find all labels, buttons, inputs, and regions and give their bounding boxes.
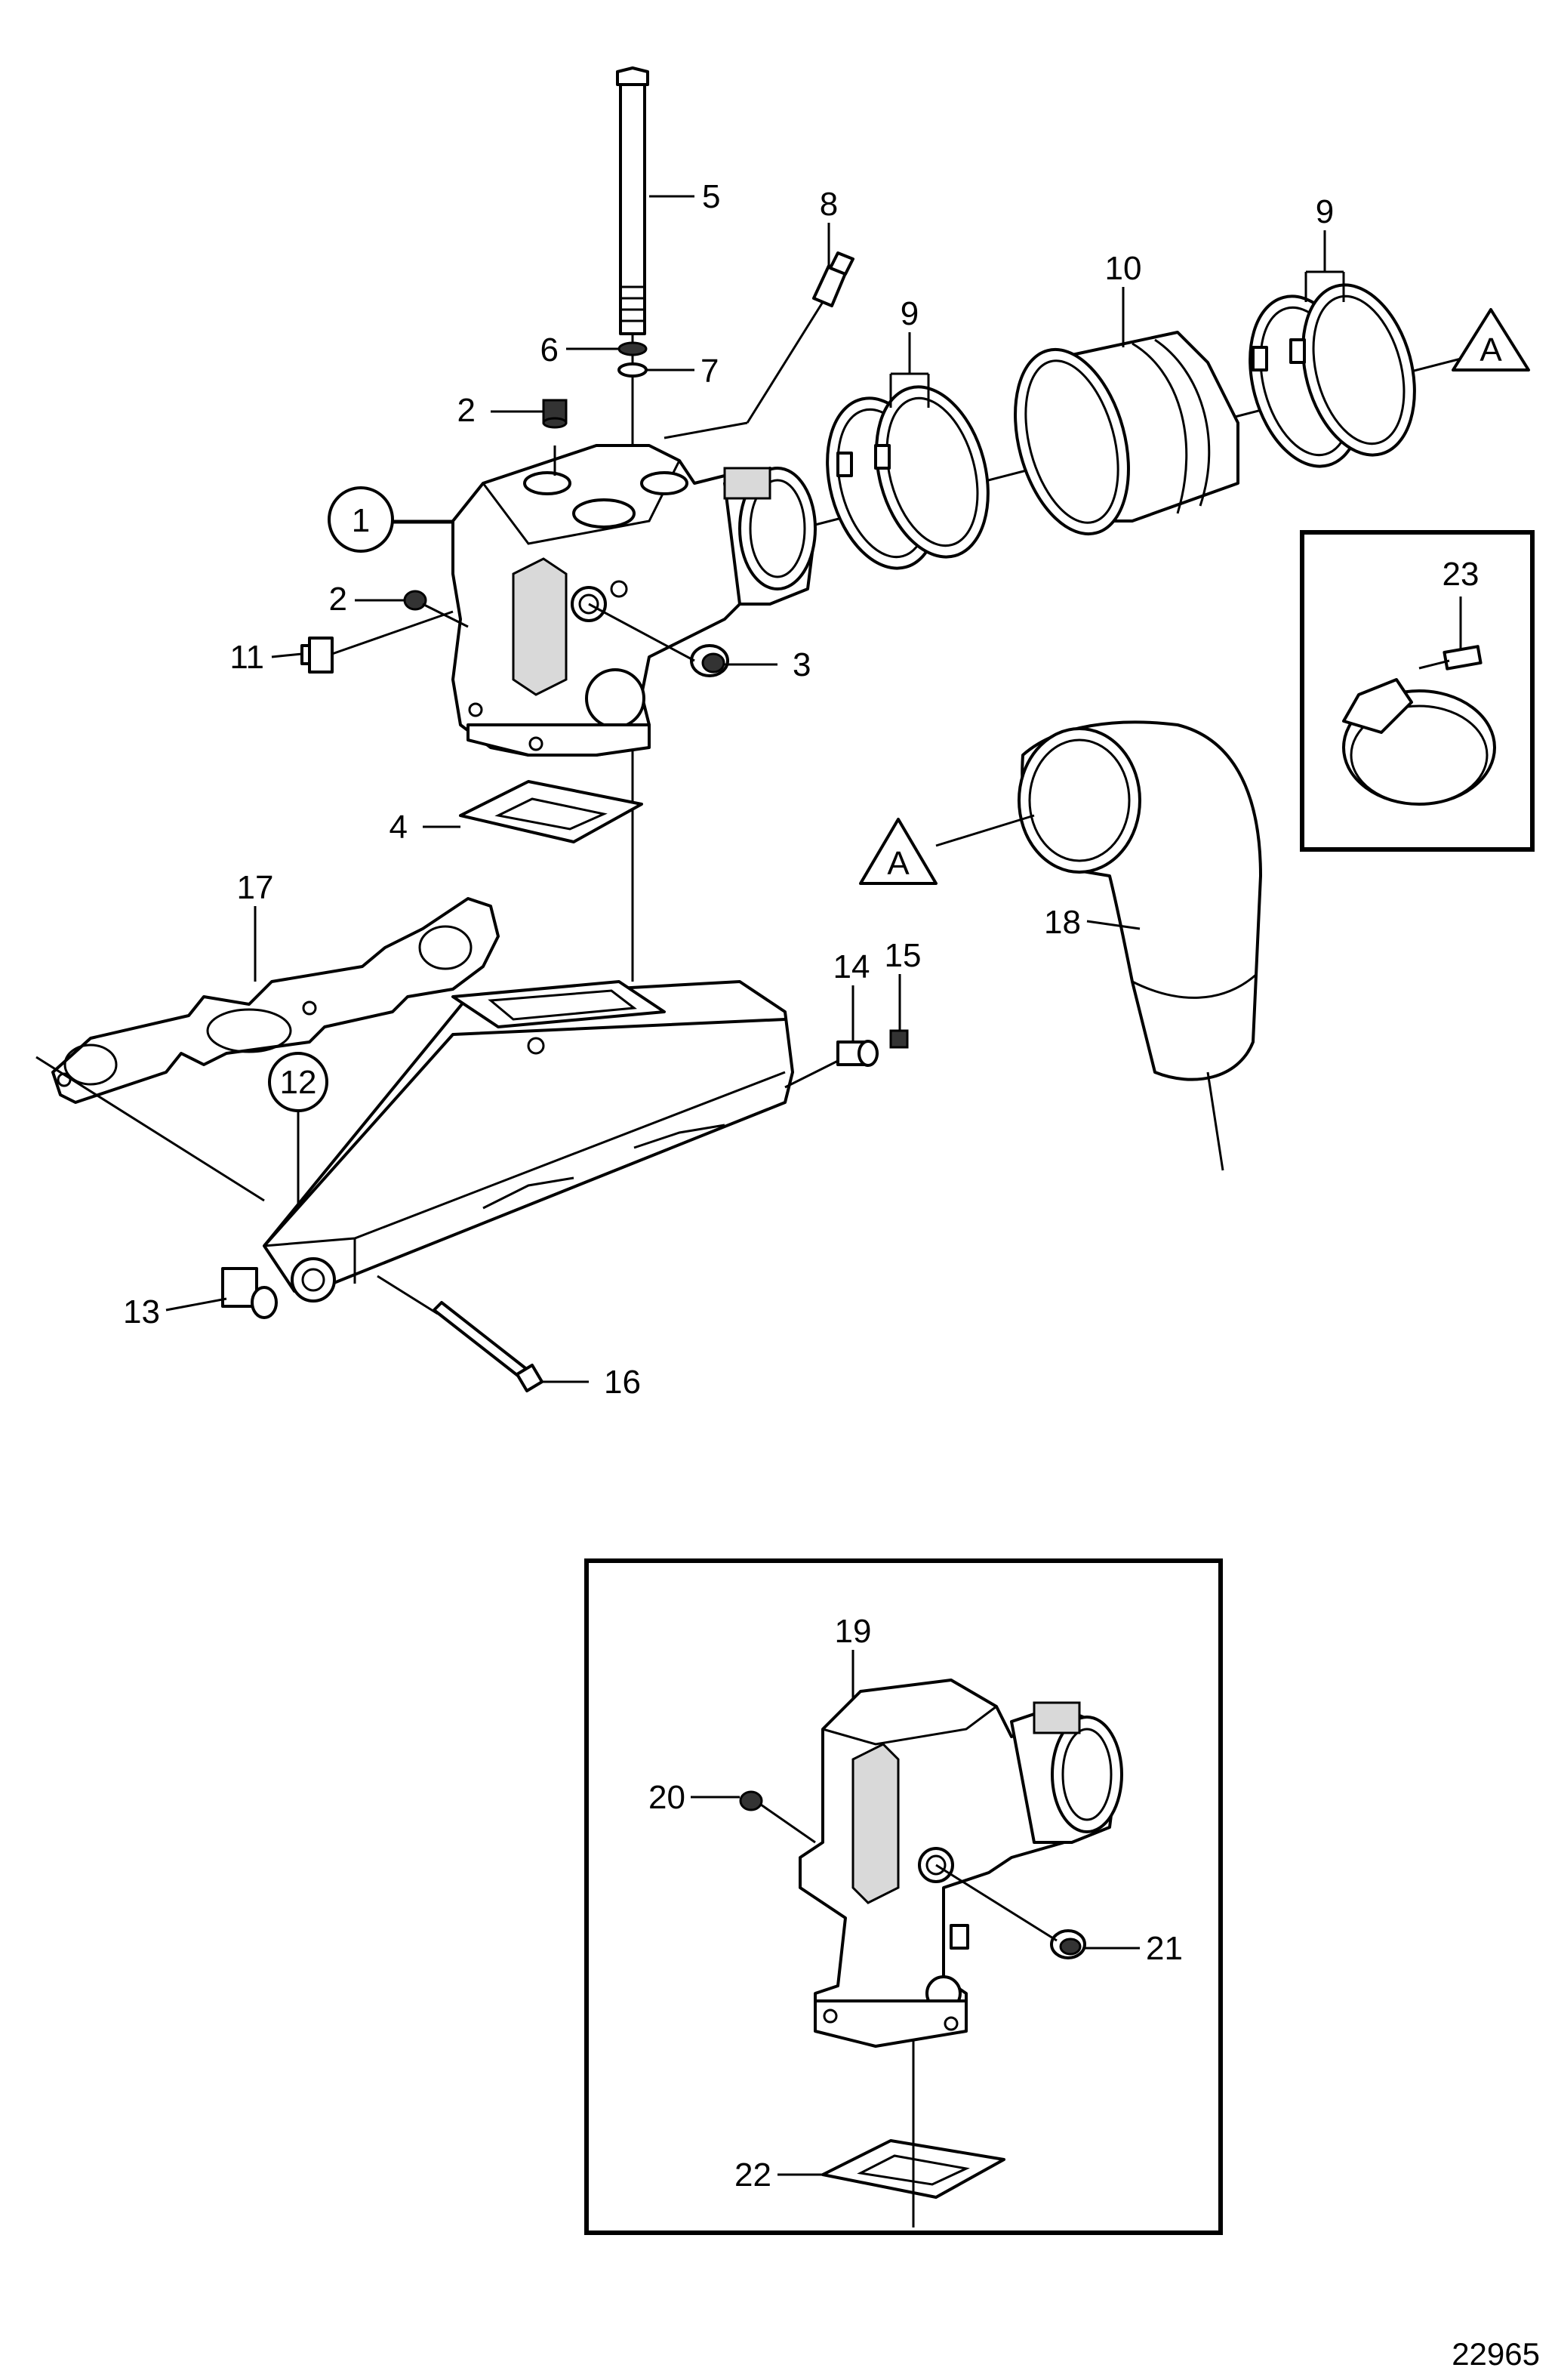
callout-label-7: 7 <box>700 353 719 390</box>
callout-label-19: 19 <box>835 1613 872 1650</box>
riser-elbow-part-19 <box>799 1650 1123 2048</box>
reference-marker-label-a-top: A <box>1479 331 1502 368</box>
plug-part-21 <box>935 1864 1140 1959</box>
plug-part-20 <box>691 1790 816 1844</box>
long-bolt-part-5 <box>616 66 649 982</box>
callout-label-16: 16 <box>604 1364 641 1401</box>
reference-marker-label-a-middle: A <box>887 845 910 882</box>
callout-label-3: 3 <box>793 646 811 683</box>
callout-label-21: 21 <box>1146 1930 1183 1967</box>
clamp-part-9-left <box>826 332 990 570</box>
fitting-part-14 <box>784 985 879 1089</box>
manifold-gasket-part-17 <box>35 897 500 1202</box>
callout-1: 1 <box>328 486 394 553</box>
callout-label-17: 17 <box>237 869 274 906</box>
callout-label-10: 10 <box>1105 250 1142 287</box>
callout-label-2-top: 2 <box>457 392 476 429</box>
callout-label-6: 6 <box>540 331 559 368</box>
callout-label-13: 13 <box>123 1293 160 1330</box>
elbow-hose-part-18 <box>1018 720 1262 1171</box>
elbow-fitting-part-11 <box>300 610 454 674</box>
clamp-part-9-right <box>1249 230 1416 468</box>
hose-sleeve-part-10 <box>1014 287 1239 536</box>
callout-label-20: 20 <box>648 1779 685 1816</box>
inset-box-clamp <box>1300 530 1535 852</box>
callout-label-15: 15 <box>885 937 922 974</box>
callout-12: 12 <box>268 1052 328 1112</box>
callout-label-22: 22 <box>734 2156 771 2193</box>
callout-label-4: 4 <box>390 809 408 846</box>
washer-part-7 <box>617 362 648 378</box>
plug-part-15 <box>889 974 909 1049</box>
reference-marker-a-top <box>1452 308 1530 371</box>
callout-label-5: 5 <box>702 178 720 215</box>
plug-part-3 <box>690 644 729 677</box>
callout-label-14: 14 <box>833 948 870 985</box>
plug-part-2-side <box>403 590 427 611</box>
plug-part-2-top <box>542 399 568 429</box>
callout-label-2-side: 2 <box>329 581 347 618</box>
gasket-part-22 <box>777 2039 1005 2227</box>
riser-elbow-part-1 <box>451 444 817 757</box>
exhaust-manifold-part-12 <box>263 980 794 1303</box>
bolt-part-16 <box>377 1275 589 1392</box>
gasket-part-4 <box>459 780 643 843</box>
callout-label-23: 23 <box>1443 556 1479 593</box>
callout-label-1: 1 <box>352 502 370 539</box>
hose-clamp-part-23 <box>1342 597 1496 806</box>
washer-part-6 <box>617 341 648 356</box>
callout-label-12: 12 <box>280 1064 317 1101</box>
callout-label-11: 11 <box>229 639 264 676</box>
callout-label-9-right: 9 <box>1316 193 1334 230</box>
elbow-fitting-part-13 <box>165 1267 278 1319</box>
figure-number: 22965 <box>1452 2336 1540 2372</box>
callout-label-18: 18 <box>1044 904 1081 941</box>
inset-box-alternative-riser <box>584 1558 1223 2235</box>
reference-marker-a-middle <box>859 814 1035 885</box>
callout-label-8: 8 <box>820 186 838 223</box>
sensor-part-8 <box>664 223 854 439</box>
callout-label-9-left: 9 <box>901 295 919 332</box>
